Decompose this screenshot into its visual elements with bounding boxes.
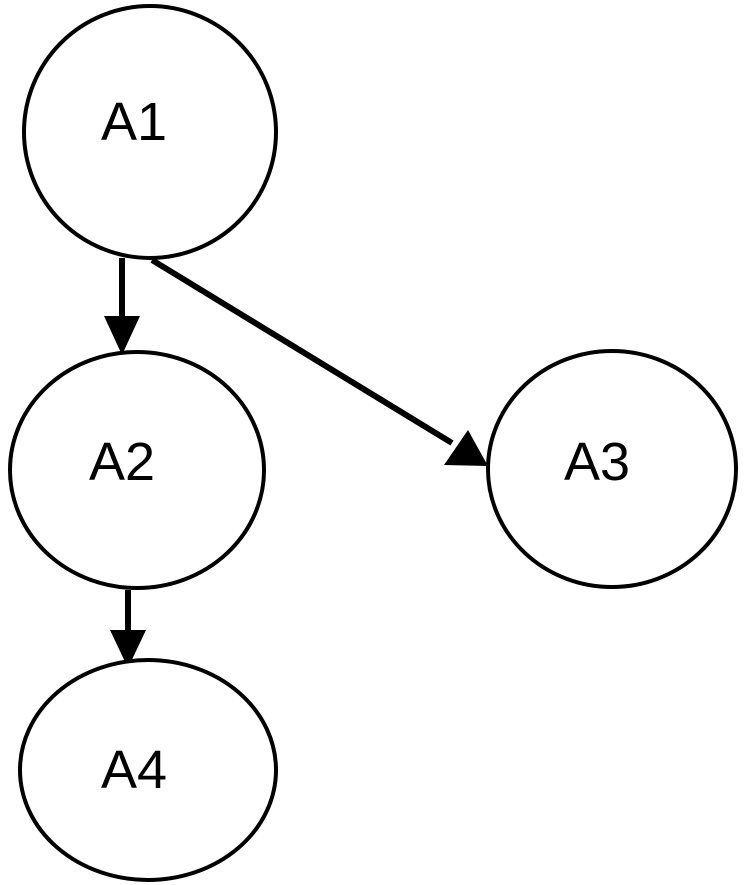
edge-a1-to-a2 <box>104 258 140 355</box>
edge-a2-to-a4 <box>110 590 146 668</box>
node-a3-label: A3 <box>564 432 630 492</box>
node-a4-label: A4 <box>101 740 167 800</box>
node-a4: A4 <box>18 658 278 882</box>
node-a2-label: A2 <box>89 432 155 492</box>
node-a3: A3 <box>486 349 738 589</box>
arrowhead-icon <box>444 430 488 466</box>
node-a1: A1 <box>22 4 278 260</box>
edge-a1-to-a3 <box>150 257 488 466</box>
arrowhead-icon <box>104 316 140 355</box>
node-a1-label: A1 <box>101 92 167 152</box>
arrowhead-icon <box>110 630 146 668</box>
node-a2: A2 <box>8 350 266 590</box>
